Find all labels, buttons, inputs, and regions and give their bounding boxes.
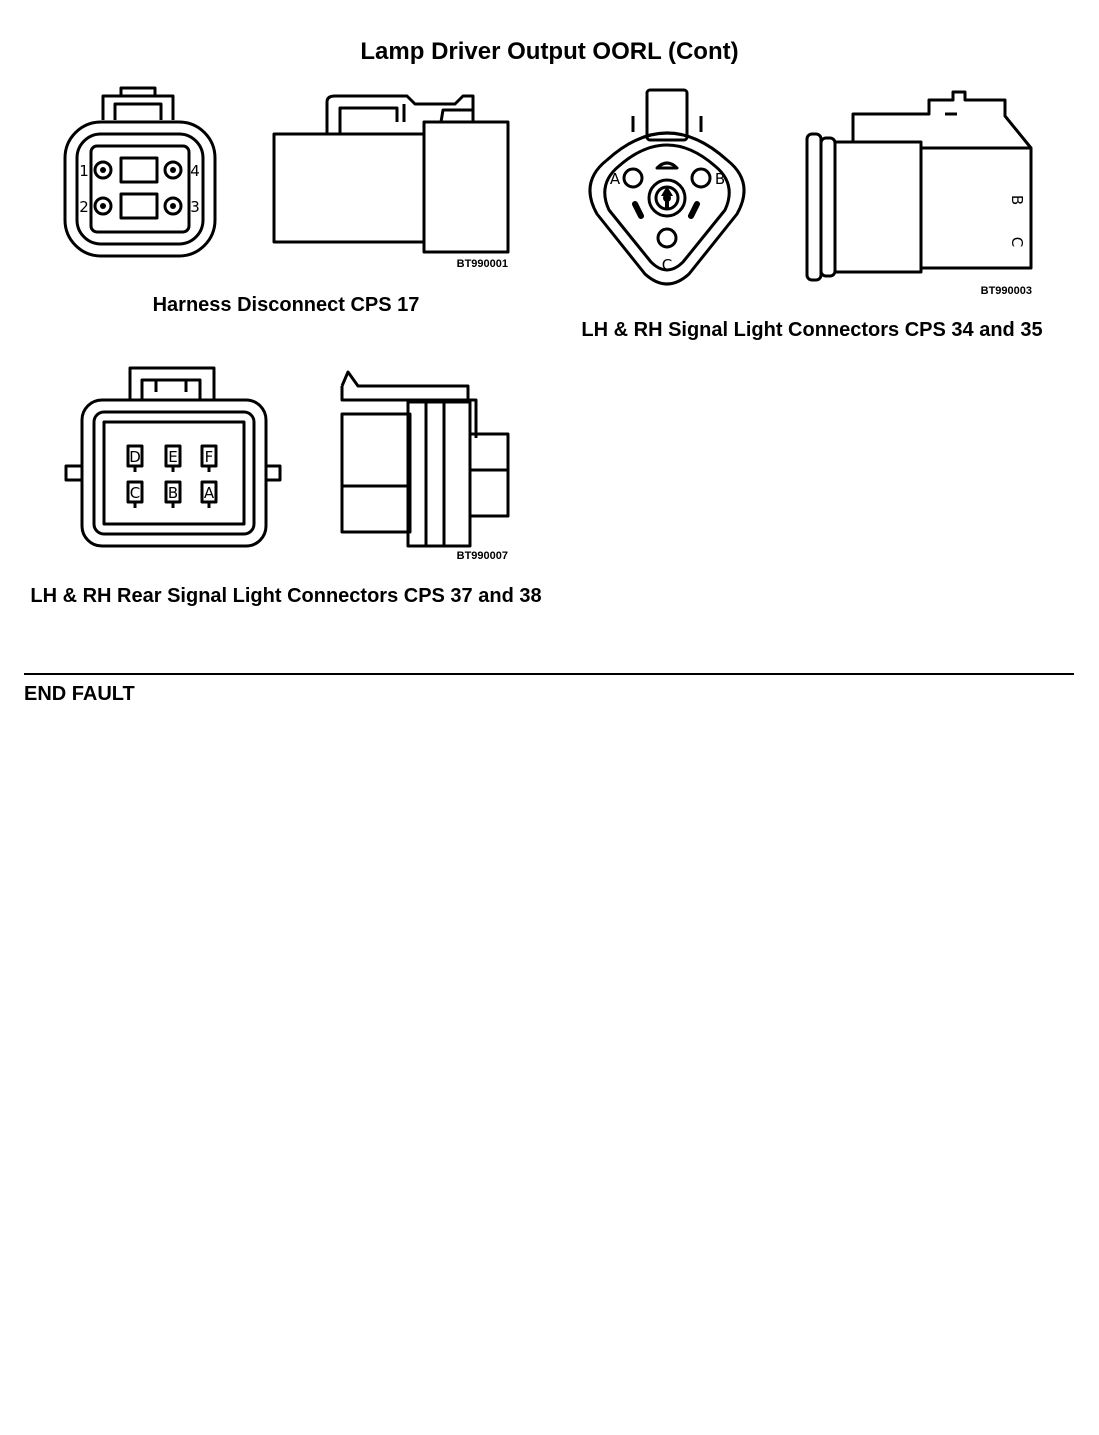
rear-signal-light-connector-drawing: D E F C B A BT990007 bbox=[64, 366, 510, 562]
end-fault-label: END FAULT bbox=[24, 683, 135, 705]
section-divider bbox=[24, 673, 1074, 675]
pin-label: 2 bbox=[79, 198, 89, 216]
signal-light-connector-drawing: A B C B C BT990003 bbox=[588, 88, 1033, 297]
pin-label: F bbox=[205, 448, 214, 466]
rear-connector-side-view bbox=[340, 370, 510, 548]
figure-caption: Harness Disconnect CPS 17 bbox=[152, 294, 420, 316]
page-title: Lamp Driver Output OORL (Cont) bbox=[360, 38, 739, 65]
side-mark-label: C bbox=[1008, 237, 1026, 247]
harness-connector-front-view bbox=[63, 86, 217, 258]
figure-code: BT990003 bbox=[981, 285, 1032, 297]
harness-connector-side-view bbox=[272, 94, 510, 254]
harness-disconnect-figure: 1 2 3 4 BT990001 bbox=[55, 86, 525, 276]
side-mark-label: B bbox=[1008, 195, 1026, 205]
pin-label: E bbox=[168, 448, 177, 466]
signal-light-connector-figure: A B C B C BT990003 bbox=[585, 86, 1040, 301]
figure-caption: LH & RH Rear Signal Light Connectors CPS… bbox=[30, 585, 542, 607]
signal-connector-front-view bbox=[588, 88, 746, 286]
pin-label: C bbox=[662, 256, 672, 274]
pin-label: C bbox=[130, 484, 140, 502]
pin-label: A bbox=[204, 484, 215, 502]
rear-signal-light-connector-figure: D E F C B A BT990007 bbox=[60, 366, 520, 566]
rear-connector-front-view bbox=[64, 366, 282, 548]
pin-label: D bbox=[129, 448, 141, 466]
pin-label: 4 bbox=[190, 162, 200, 180]
figure-code: BT990001 bbox=[457, 258, 508, 270]
figure-caption: LH & RH Signal Light Connectors CPS 34 a… bbox=[581, 319, 1043, 341]
pin-label: 3 bbox=[190, 198, 200, 216]
pin-label: 1 bbox=[79, 162, 89, 180]
pin-label: A bbox=[610, 170, 621, 188]
harness-disconnect-drawing: 1 2 3 4 BT990001 bbox=[63, 86, 510, 270]
figure-code: BT990007 bbox=[457, 550, 508, 562]
signal-connector-side-view bbox=[805, 90, 1033, 282]
pin-label: B bbox=[715, 170, 725, 188]
pin-label: B bbox=[168, 484, 178, 502]
